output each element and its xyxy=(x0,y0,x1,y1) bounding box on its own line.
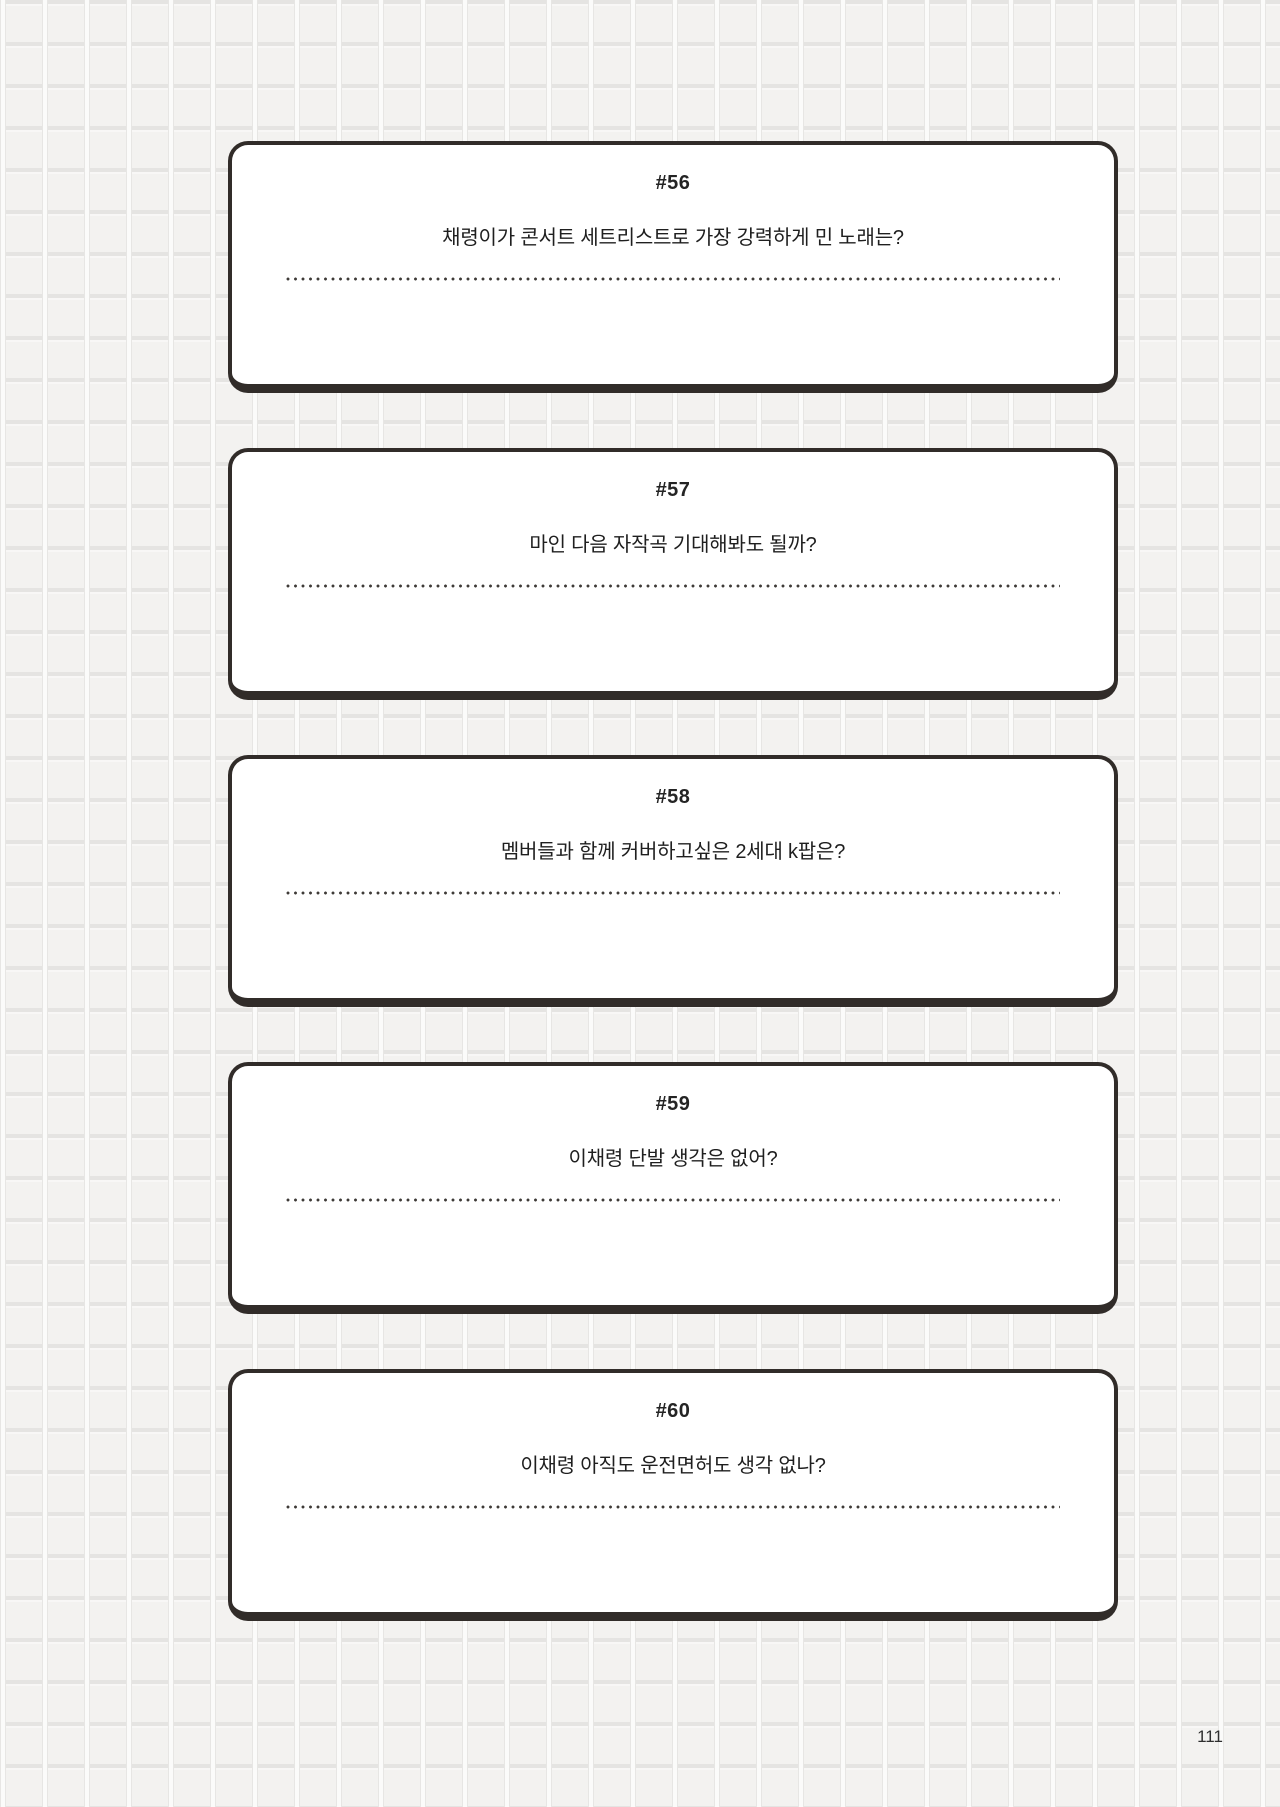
question-text: 채령이가 콘서트 세트리스트로 가장 강력하게 민 노래는? xyxy=(442,227,904,249)
question-number: #59 xyxy=(655,1093,691,1115)
answer-dotted-line xyxy=(286,277,1060,281)
answer-dotted-line xyxy=(286,1198,1060,1202)
question-number: #58 xyxy=(655,786,691,808)
question-text: 마인 다음 자작곡 기대해봐도 될까? xyxy=(529,534,817,556)
question-card: #60 이채령 아직도 운전면허도 생각 없나? xyxy=(228,1369,1118,1621)
question-card: #57 마인 다음 자작곡 기대해봐도 될까? xyxy=(228,448,1118,700)
question-cards-column: #56 채령이가 콘서트 세트리스트로 가장 강력하게 민 노래는? #57 마… xyxy=(228,141,1118,1676)
answer-dotted-line xyxy=(286,891,1060,895)
question-number: #56 xyxy=(655,172,691,194)
question-text: 멤버들과 함께 커버하고싶은 2세대 k팝은? xyxy=(500,841,846,863)
page-number: 111 xyxy=(1197,1727,1223,1746)
question-text: 이채령 단발 생각은 없어? xyxy=(568,1148,778,1170)
answer-dotted-line xyxy=(286,1505,1060,1509)
question-number: #57 xyxy=(655,479,691,501)
question-text: 이채령 아직도 운전면허도 생각 없나? xyxy=(520,1455,826,1477)
question-number: #60 xyxy=(655,1400,691,1422)
answer-dotted-line xyxy=(286,584,1060,588)
question-card: #58 멤버들과 함께 커버하고싶은 2세대 k팝은? xyxy=(228,755,1118,1007)
question-card: #59 이채령 단발 생각은 없어? xyxy=(228,1062,1118,1314)
question-card: #56 채령이가 콘서트 세트리스트로 가장 강력하게 민 노래는? xyxy=(228,141,1118,393)
